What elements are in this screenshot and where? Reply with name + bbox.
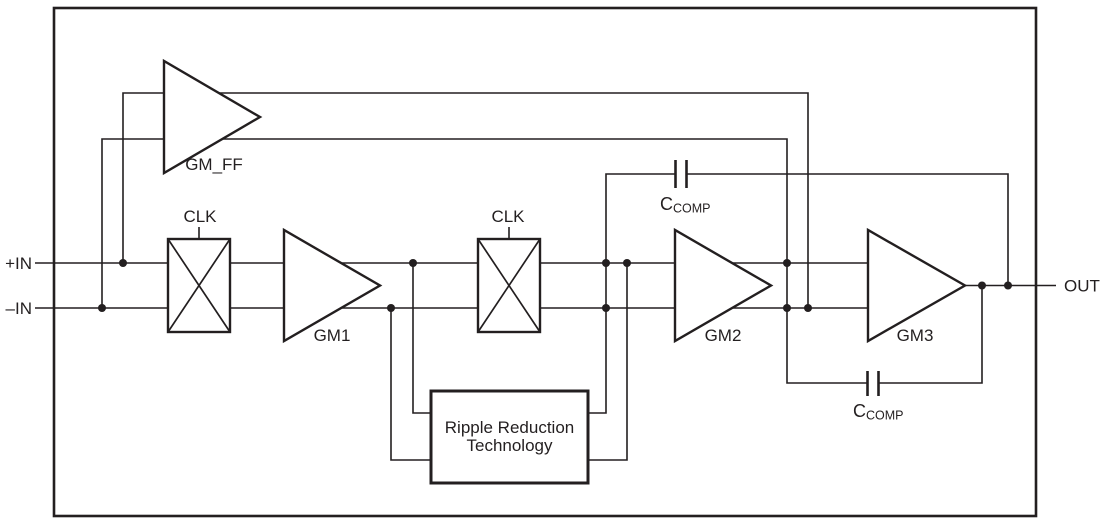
ccomp-bottom-label: C (853, 401, 866, 421)
junction-dot (602, 259, 610, 267)
ripple-reduction-label-line1: Ripple Reduction (445, 418, 574, 437)
chopper-1-cross-icon (167, 238, 231, 333)
junction-dot (387, 304, 395, 312)
gm-ff-amplifier-triangle (162, 58, 263, 176)
wire-ccomp-top-left (588, 173, 675, 414)
gm2-amplifier-triangle (673, 227, 774, 344)
wire-feedforward-upper (122, 92, 809, 308)
gm3-label: GM3 (897, 326, 934, 345)
wire-ripple-left-outer (390, 308, 431, 461)
gm-ff-label: GM_FF (185, 155, 243, 174)
wire-ripple-right-outer (588, 263, 628, 461)
clk2-label: CLK (491, 207, 525, 226)
ccomp-top-label: C (660, 194, 673, 214)
junction-dot (409, 259, 417, 267)
chopper-2 (476, 237, 542, 334)
gm1-label: GM1 (314, 326, 351, 345)
in-minus-label: –IN (6, 299, 32, 318)
junction-dot (804, 304, 812, 312)
junction-dot (623, 259, 631, 267)
chopper-1 (166, 237, 232, 334)
in-plus-label: +IN (5, 254, 32, 273)
gm1-amplifier-triangle (282, 227, 383, 344)
ccomp-bottom-label-subscript: COMP (866, 409, 904, 423)
junction-dot (978, 281, 986, 290)
out-label: OUT (1064, 277, 1100, 296)
gm3-amplifier-triangle (866, 227, 968, 344)
junction-dot (783, 304, 791, 312)
ripple-reduction-label-line2: Technology (466, 436, 553, 455)
junction-dot (1004, 281, 1012, 290)
wire-feedforward-lower (101, 138, 867, 384)
junction-dot (98, 304, 106, 312)
junction-dot (783, 259, 791, 267)
capacitor-plates (674, 160, 880, 396)
gm2-label: GM2 (705, 326, 742, 345)
junction-dots (98, 259, 1012, 312)
chopper-2-cross-icon (477, 238, 541, 333)
device-boundary-box (52, 6, 1038, 518)
wire-ripple-left-inner (412, 263, 431, 414)
junction-dot (119, 259, 127, 267)
ccomp-top-label-subscript: COMP (673, 202, 711, 216)
junction-dot (602, 304, 610, 312)
wire-ccomp-top-right (687, 173, 1009, 286)
clk1-label: CLK (183, 207, 217, 226)
wire-ccomp-bottom-right (878, 285, 983, 384)
ripple-reduction-box (429, 389, 590, 485)
